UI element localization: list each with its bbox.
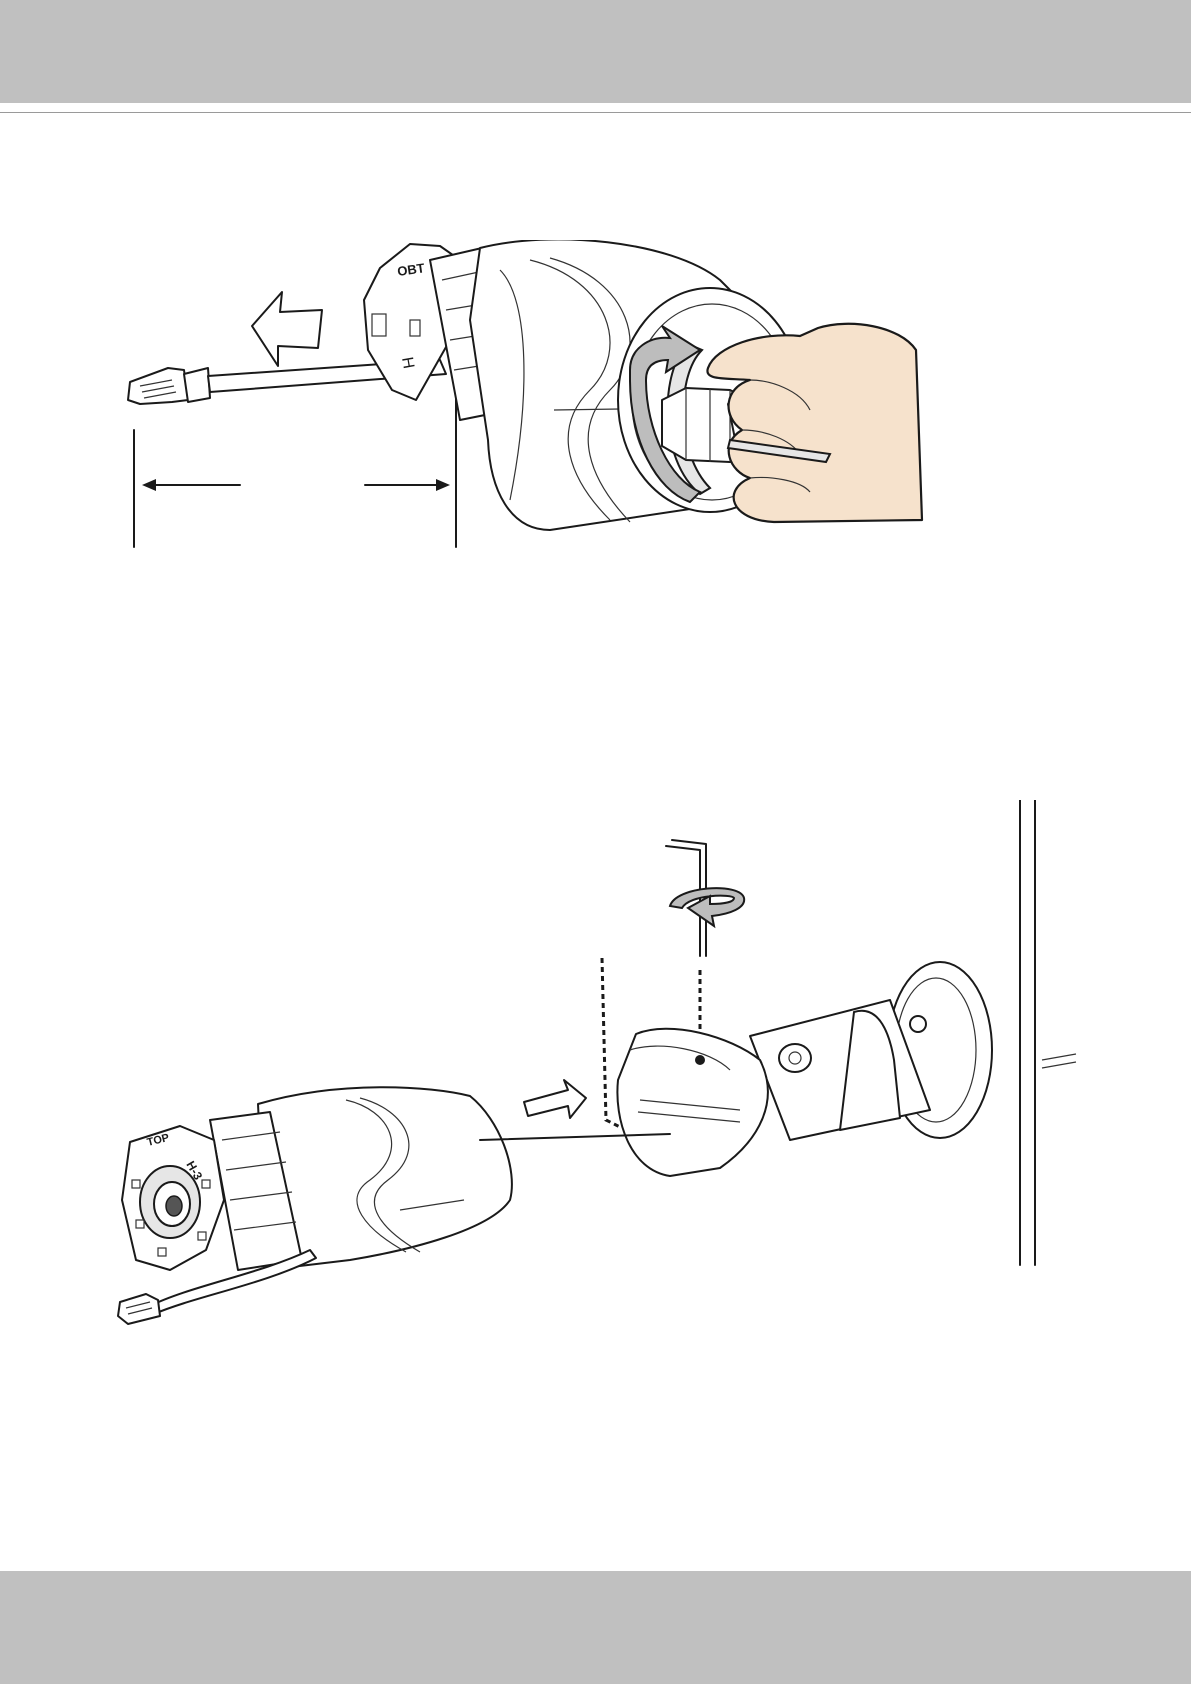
mounting-bracket bbox=[750, 962, 992, 1140]
module-insertion-illustration: TOP H-3 bbox=[110, 800, 1090, 1340]
page-header-bar bbox=[0, 0, 1191, 103]
mounting-wall bbox=[1020, 800, 1076, 1265]
rotate-direction-arrow-icon bbox=[670, 888, 744, 926]
header-divider bbox=[0, 112, 1191, 113]
camera-module bbox=[210, 1087, 670, 1270]
page-footer-bar bbox=[0, 1571, 1191, 1684]
insertion-direction-arrow-icon bbox=[524, 1080, 586, 1118]
rj45-connector bbox=[128, 368, 210, 404]
camera-housing-shell bbox=[617, 1029, 767, 1176]
cable-gland-illustration: OBT H bbox=[110, 240, 1000, 570]
cable-length-dimension bbox=[134, 380, 456, 547]
hand-illustration bbox=[707, 324, 922, 522]
rj45-connector bbox=[118, 1294, 160, 1324]
pull-direction-arrow-icon bbox=[252, 292, 322, 366]
camera-board: TOP H-3 bbox=[122, 1126, 224, 1270]
